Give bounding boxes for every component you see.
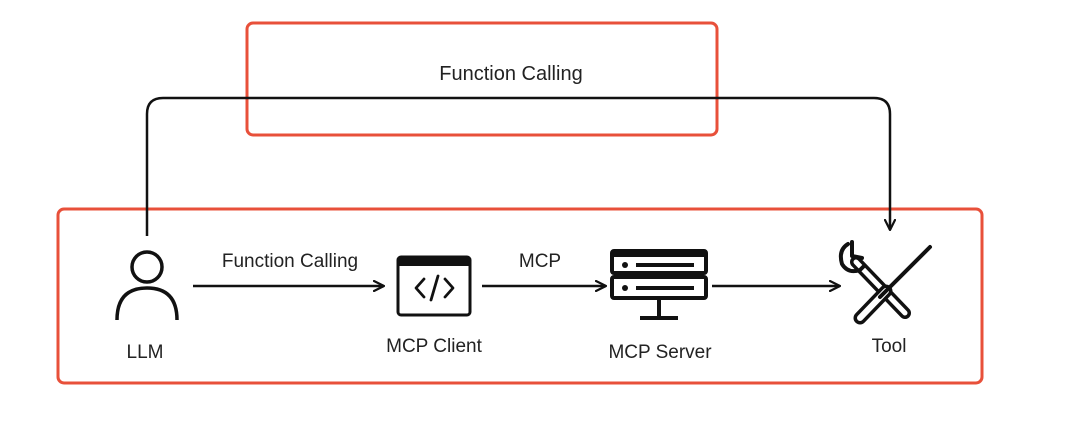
llm-label: LLM [127, 342, 164, 363]
user-icon [115, 250, 179, 321]
top-function-calling-box [245, 21, 719, 137]
top-box-label: Function Calling [439, 63, 582, 85]
server-icon [610, 249, 708, 320]
tools-icon [838, 240, 932, 325]
edge-label-mcp: MCP [519, 251, 561, 272]
mcp-server-label: MCP Server [608, 342, 712, 363]
code-window-icon [396, 255, 472, 317]
overhead-connector [145, 96, 890, 236]
bottom-container-box [56, 207, 984, 385]
edge-label-function-calling: Function Calling [222, 251, 358, 272]
tool-label: Tool [872, 336, 907, 357]
mcp-client-label: MCP Client [386, 336, 482, 357]
